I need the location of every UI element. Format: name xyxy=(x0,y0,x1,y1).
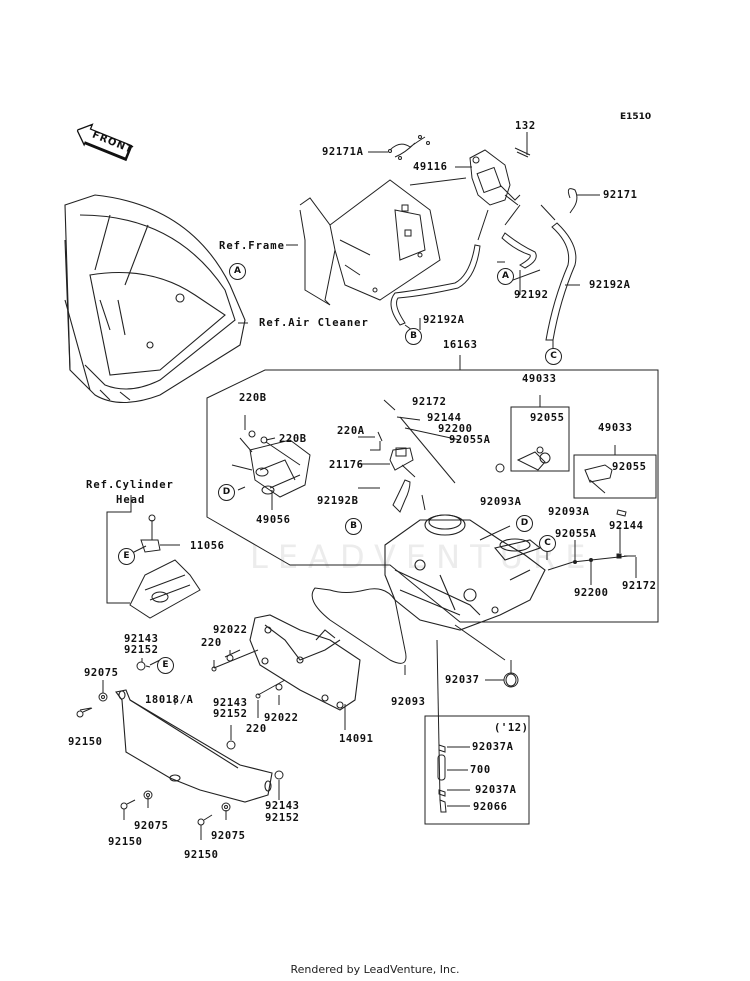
hose-92192a-left-drawing xyxy=(390,244,481,326)
part-label-700[interactable]: 700 xyxy=(470,764,491,776)
part-label-92037[interactable]: 92037 xyxy=(445,674,480,686)
connector-d: D xyxy=(218,484,235,501)
ref-cylinder-head-label-2: Head xyxy=(116,494,146,506)
clip-92171-drawing xyxy=(567,188,578,214)
part-label-92075-a[interactable]: 92075 xyxy=(84,667,119,679)
ref-air-cleaner-label: Ref.Air Cleaner xyxy=(259,317,369,329)
frame-bracket-drawing xyxy=(299,179,441,306)
part-label-92037a-a[interactable]: 92037A xyxy=(472,741,514,753)
part-label-220b-top[interactable]: 220B xyxy=(239,392,267,404)
box-cylinder-head xyxy=(106,495,132,604)
part-label-220-b[interactable]: 220 xyxy=(246,723,267,735)
diagram-code: E1510 xyxy=(620,112,652,122)
connector-e: E xyxy=(118,548,135,565)
part-label-92150-c[interactable]: 92150 xyxy=(184,849,219,861)
belt-92093-drawing xyxy=(311,587,407,664)
part-label-92075-b[interactable]: 92075 xyxy=(134,820,169,832)
part-label-92143-a[interactable]: 92143 xyxy=(124,633,159,645)
clip-92171a-drawing xyxy=(389,136,426,158)
part-label-14091[interactable]: 14091 xyxy=(339,733,374,745)
throttle-body-drawing xyxy=(384,514,546,631)
part-label-92022-b[interactable]: 92022 xyxy=(264,712,299,724)
part-label-49033-left[interactable]: 49033 xyxy=(522,373,557,385)
part-label-92143-c[interactable]: 92143 xyxy=(265,800,300,812)
part-label-92150-a[interactable]: 92150 xyxy=(68,736,103,748)
part-label-220b-mid[interactable]: 220B xyxy=(279,433,307,445)
hose-92192a-right-drawing xyxy=(545,222,577,341)
ref-frame-label: Ref.Frame xyxy=(219,240,285,252)
injector-drawing xyxy=(516,446,613,494)
part-label-92093[interactable]: 92093 xyxy=(391,696,426,708)
sensor-21176-drawing xyxy=(389,447,414,471)
part-label-92172-bottom[interactable]: 92172 xyxy=(622,580,657,592)
part-label-92192a-right[interactable]: 92192A xyxy=(589,279,631,291)
footer-credit: Rendered by LeadVenture, Inc. xyxy=(290,963,460,976)
hose-92192-drawing xyxy=(501,232,537,269)
part-label-11056[interactable]: 11056 xyxy=(190,540,225,552)
valve-49116-drawing xyxy=(469,147,531,206)
part-label-92192a-left[interactable]: 92192A xyxy=(423,314,465,326)
ref-cylinder-head-label: Ref.Cylinder xyxy=(86,479,174,491)
connector-a: A xyxy=(229,263,246,280)
connector-d-2: D xyxy=(516,515,533,532)
part-label-16163[interactable]: 16163 xyxy=(443,339,478,351)
part-label-92150-b[interactable]: 92150 xyxy=(108,836,143,848)
bracket-18018-drawing xyxy=(115,689,273,803)
connector-e-2: E xyxy=(157,657,174,674)
connector-c-2: C xyxy=(539,535,556,552)
connector-c: C xyxy=(545,348,562,365)
part-label-92200-top[interactable]: 92200 xyxy=(438,423,473,435)
part-label-92152-b[interactable]: 92152 xyxy=(213,708,248,720)
part-label-92144-top[interactable]: 92144 xyxy=(427,412,462,424)
part-label-49056[interactable]: 49056 xyxy=(256,514,291,526)
part-label-92152-c[interactable]: 92152 xyxy=(265,812,300,824)
part-label-92066[interactable]: 92066 xyxy=(473,801,508,813)
cover-14091-drawing xyxy=(249,614,361,711)
part-label-92152-a[interactable]: 92152 xyxy=(124,644,159,656)
box-2012 xyxy=(424,715,530,825)
part-label-92075-c[interactable]: 92075 xyxy=(211,830,246,842)
part-label-92171a[interactable]: 92171A xyxy=(322,146,364,158)
part-label-18018a[interactable]: 18018/A xyxy=(145,694,194,706)
part-label-92192b[interactable]: 92192B xyxy=(317,495,359,507)
part-label-92093a-left[interactable]: 92093A xyxy=(480,496,522,508)
part-label-49033-right[interactable]: 49033 xyxy=(598,422,633,434)
part-label-92055a-bottom[interactable]: 92055A xyxy=(555,528,597,540)
year-note-2012: ('12) xyxy=(494,722,529,734)
part-label-92144-bottom[interactable]: 92144 xyxy=(609,520,644,532)
part-label-132[interactable]: 132 xyxy=(515,120,536,132)
thermostat-49056-drawing xyxy=(231,415,311,510)
part-label-92022-a[interactable]: 92022 xyxy=(213,624,248,636)
connector-b-2: B xyxy=(345,518,362,535)
connector-a-2: A xyxy=(497,268,514,285)
hose-92192b-drawing xyxy=(392,479,411,513)
part-label-92143-b[interactable]: 92143 xyxy=(213,697,248,709)
part-label-92055-left[interactable]: 92055 xyxy=(530,412,565,424)
air-cleaner-drawing xyxy=(64,194,246,403)
part-label-92171[interactable]: 92171 xyxy=(603,189,638,201)
hose-700-drawing xyxy=(437,744,447,813)
cylinder-head-drawing xyxy=(129,514,201,619)
part-label-92093a-right[interactable]: 92093A xyxy=(548,506,590,518)
part-label-92200-bottom[interactable]: 92200 xyxy=(574,587,609,599)
part-label-220a[interactable]: 220A xyxy=(337,425,365,437)
part-label-92192[interactable]: 92192 xyxy=(514,289,549,301)
part-label-92055a-top[interactable]: 92055A xyxy=(449,434,491,446)
part-label-220-a[interactable]: 220 xyxy=(201,637,222,649)
part-label-92037a-b[interactable]: 92037A xyxy=(475,784,517,796)
connector-b: B xyxy=(405,328,422,345)
part-label-49116[interactable]: 49116 xyxy=(413,161,448,173)
part-label-92172-top[interactable]: 92172 xyxy=(412,396,447,408)
front-direction-arrow: FRONT xyxy=(72,118,136,164)
part-label-21176[interactable]: 21176 xyxy=(329,459,364,471)
box-16163 xyxy=(206,369,659,623)
arrow-left-icon xyxy=(76,123,133,162)
part-label-92055-right[interactable]: 92055 xyxy=(612,461,647,473)
